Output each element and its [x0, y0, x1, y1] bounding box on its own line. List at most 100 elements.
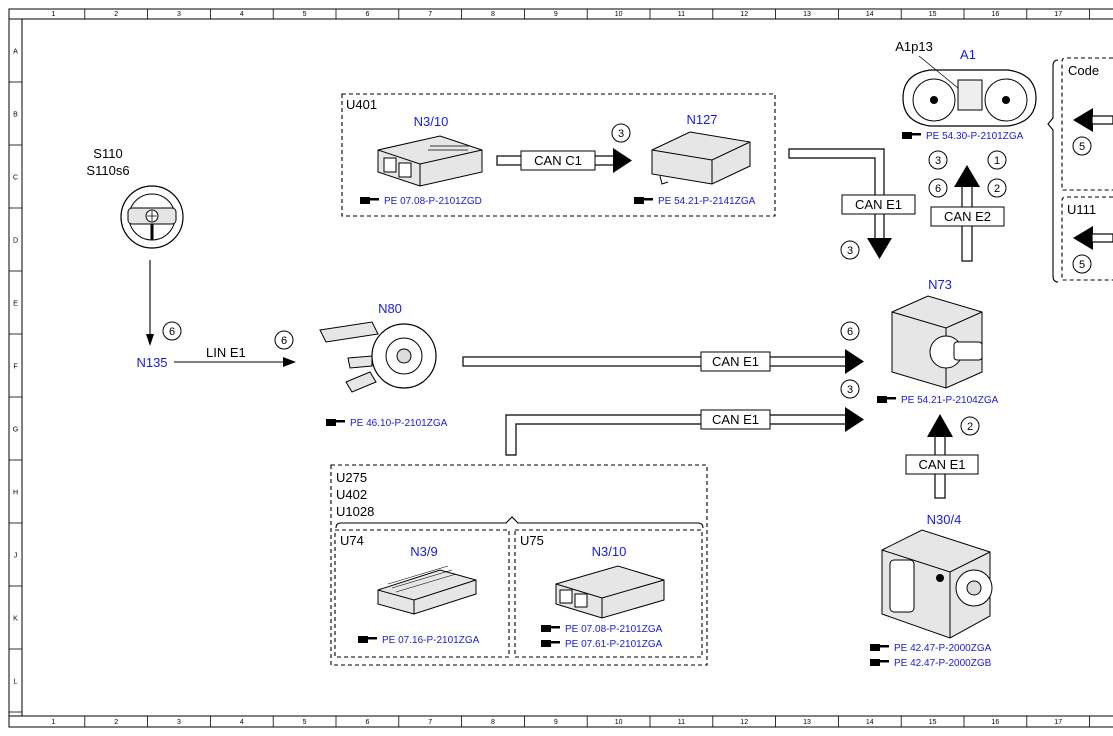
- svg-text:PE 54.30-P-2101ZGA: PE 54.30-P-2101ZGA: [926, 131, 1024, 142]
- ref-a1[interactable]: PE 54.30-P-2101ZGA: [902, 131, 1024, 142]
- step-can-c1: 3: [611, 123, 631, 143]
- ref-n80[interactable]: PE 46.10-P-2101ZGA: [326, 418, 448, 429]
- arrowhead-u111-group: [1073, 226, 1093, 250]
- column-marker: 8: [491, 719, 495, 726]
- label-s110s6: S110s6: [86, 163, 129, 178]
- column-marker: 11: [678, 11, 685, 18]
- svg-text:3: 3: [847, 245, 853, 257]
- svg-text:PE 07.08-P-2101ZGD: PE 07.08-P-2101ZGD: [384, 196, 482, 207]
- arrowhead-to-n73-top: [845, 349, 864, 374]
- column-marker: 17: [1054, 11, 1062, 18]
- column-marker: 9: [554, 719, 558, 726]
- code-group-band: [1091, 115, 1113, 125]
- row-marker: A: [13, 49, 18, 56]
- row-marker: F: [13, 364, 17, 371]
- group-u111-label: U111: [1067, 202, 1096, 217]
- svg-text:PE 54.21-P-2141ZGA: PE 54.21-P-2141ZGA: [658, 196, 756, 207]
- column-marker: 13: [803, 719, 811, 726]
- can-e2-label: CAN E2: [944, 209, 991, 224]
- row-marker: J: [14, 553, 18, 560]
- arrowhead-to-n135: [146, 334, 154, 346]
- column-marker: 10: [615, 719, 623, 726]
- svg-text:6: 6: [847, 326, 853, 338]
- group-u111-box: [1061, 196, 1113, 281]
- group-code-box: [1061, 57, 1113, 191]
- ref-n73[interactable]: PE 54.21-P-2104ZGA: [877, 395, 999, 406]
- svg-text:5: 5: [1079, 259, 1085, 271]
- u111-group-band: [1091, 233, 1113, 243]
- instrument-cluster-a1-icon: [902, 55, 1037, 127]
- arrowhead-code-group: [1073, 108, 1093, 132]
- can-e1-band-u275-n73: [505, 414, 848, 456]
- svg-text:6: 6: [935, 183, 941, 195]
- step-a1-right-top: 1: [987, 150, 1007, 170]
- label-n3-10-top: N3/10: [414, 114, 449, 129]
- can-e1-n80-label-box: [700, 351, 771, 372]
- step-u111-group: 5: [1072, 254, 1092, 274]
- can-e1-u275-label-box: [700, 409, 771, 430]
- svg-text:PE 07.61-P-2101ZGA: PE 07.61-P-2101ZGA: [565, 639, 663, 650]
- column-marker: 1: [51, 719, 55, 726]
- steering-wheel-s110-icon: [120, 185, 184, 249]
- row-marker: H: [13, 490, 18, 497]
- step-n30-4: 2: [960, 416, 980, 436]
- group-u275-label: U275: [336, 470, 367, 485]
- group-u75-box: [514, 529, 703, 658]
- label-s110: S110: [93, 146, 122, 161]
- column-marker: 16: [992, 719, 1000, 726]
- group-u275-box: [330, 464, 708, 666]
- can-e1-n30-4-label: CAN E1: [919, 457, 966, 472]
- step-lin-e1: 6: [274, 330, 294, 350]
- row-marker: G: [13, 427, 18, 434]
- column-marker: 2: [114, 719, 118, 726]
- column-marker: 7: [428, 11, 432, 18]
- step-can-e1-down: 3: [840, 240, 860, 260]
- label-a1: A1: [960, 47, 976, 62]
- ecu-n3-9-icon: [377, 565, 477, 615]
- svg-text:PE 42.47-P-2000ZGA: PE 42.47-P-2000ZGA: [894, 643, 992, 654]
- ref-n3-10-top[interactable]: PE 07.08-P-2101ZGD: [360, 196, 482, 207]
- column-marker: 1: [51, 11, 55, 18]
- can-e1-band-n80-n73: [462, 356, 848, 367]
- row-marker: K: [13, 616, 18, 623]
- step-a1-right-bottom: 2: [987, 178, 1007, 198]
- ref-n30-4-2[interactable]: PE 42.47-P-2000ZGB: [870, 658, 992, 669]
- column-marker: 4: [240, 11, 244, 18]
- column-marker: 12: [740, 719, 748, 726]
- ref-n3-10-bottom-1[interactable]: PE 07.08-P-2101ZGA: [541, 624, 663, 635]
- column-marker: 12: [740, 11, 748, 18]
- column-marker: 7: [428, 719, 432, 726]
- svg-text:2: 2: [967, 421, 973, 433]
- column-marker: 4: [240, 719, 244, 726]
- lin-e1-label: LIN E1: [206, 345, 246, 360]
- can-e1-down-label: CAN E1: [855, 197, 902, 212]
- svg-text:PE 46.10-P-2101ZGA: PE 46.10-P-2101ZGA: [350, 418, 448, 429]
- step-code-group: 5: [1072, 136, 1092, 156]
- svg-text:6: 6: [281, 335, 287, 347]
- arrowhead-can-e1-down: [867, 238, 892, 259]
- column-marker: 2: [114, 11, 118, 18]
- step-a1-left-bottom: 6: [928, 178, 948, 198]
- column-marker: 8: [491, 11, 495, 18]
- ref-n3-9[interactable]: PE 07.16-P-2101ZGA: [358, 635, 480, 646]
- ref-n3-10-bottom-2[interactable]: PE 07.61-P-2101ZGA: [541, 639, 663, 650]
- frame: [8, 8, 1113, 728]
- group-u74-label: U74: [340, 533, 364, 548]
- column-marker: 14: [866, 719, 874, 726]
- column-marker: 10: [615, 11, 623, 18]
- label-a1p13: A1p13: [895, 39, 933, 54]
- svg-text:6: 6: [169, 326, 175, 338]
- ref-n127[interactable]: PE 54.21-P-2141ZGA: [634, 196, 756, 207]
- label-n3-9: N3/9: [410, 544, 437, 559]
- column-marker: 5: [303, 719, 307, 726]
- column-marker: 11: [678, 719, 685, 726]
- can-c1-label-box: [520, 150, 596, 171]
- row-marker: C: [13, 175, 18, 182]
- arrowhead-lin-e1: [283, 357, 296, 367]
- ref-n30-4-1[interactable]: PE 42.47-P-2000ZGA: [870, 643, 992, 654]
- label-n135: N135: [136, 355, 167, 370]
- group-code-label: Code: [1068, 63, 1099, 78]
- column-marker: 15: [929, 11, 937, 18]
